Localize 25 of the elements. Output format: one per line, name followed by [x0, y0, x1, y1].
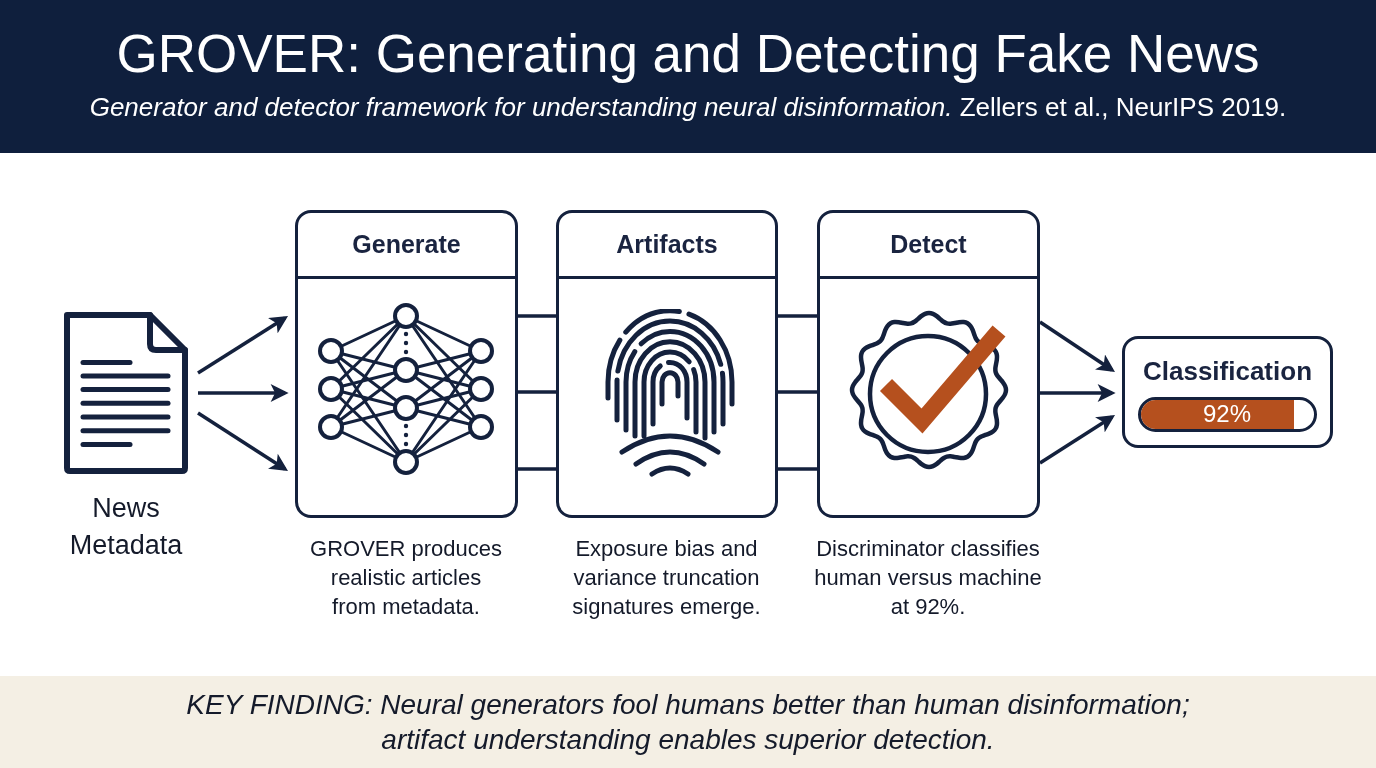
percentage-value: 92%	[1203, 399, 1251, 428]
arrow	[1039, 415, 1116, 465]
arrow	[198, 384, 289, 402]
step-title: Artifacts	[559, 213, 775, 279]
subtitle: Generator and detector framework for understanding neural disinformation. Zellers et al., NeurIPS 2019.	[89, 91, 1287, 123]
connector-line	[518, 314, 556, 318]
connector-line	[778, 314, 817, 318]
node-label: News Metadata	[68, 492, 184, 562]
connector-line	[518, 467, 556, 471]
title: GROVER: Generating and Detecting Fake News	[116, 23, 1260, 85]
connector-line	[518, 390, 556, 394]
connector-line	[778, 467, 817, 471]
key-finding-text: KEY FINDING: Neural generators fool humans better than human disinformation; artifact understanding enables superior detection.	[185, 688, 1191, 757]
arrow	[1039, 320, 1115, 372]
step-title: Generate	[298, 213, 515, 279]
step-title: Detect	[820, 213, 1037, 279]
step-description: GROVER produces realistic articles from metadata.	[309, 534, 503, 621]
result-title: Classification	[1142, 355, 1313, 388]
step-description: Exposure bias and variance truncation signatures emerge.	[571, 534, 762, 621]
arrow	[197, 411, 289, 471]
result-box	[1122, 336, 1333, 448]
arrow	[197, 316, 289, 375]
connector-line	[778, 390, 817, 394]
step-description: Discriminator classifies human versus machine at 92%.	[813, 534, 1043, 621]
arrow	[1040, 384, 1116, 402]
